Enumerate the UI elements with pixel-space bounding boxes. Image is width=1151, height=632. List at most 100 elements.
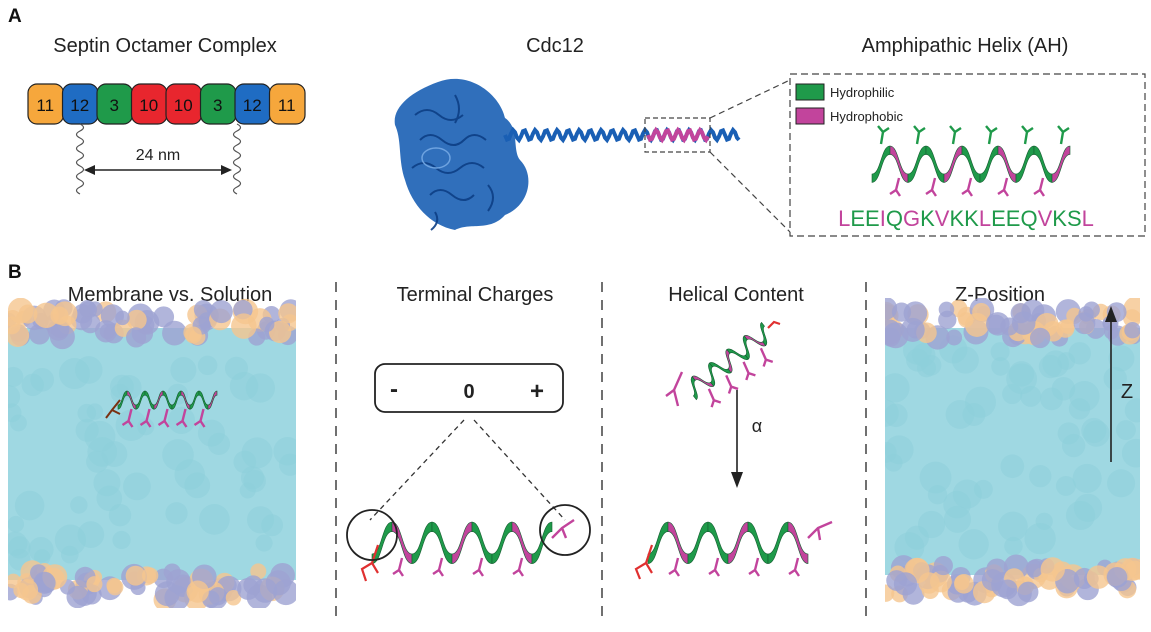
membrane4-tail-56 (885, 441, 897, 463)
alpha-label: α (752, 416, 762, 436)
membrane1-tail-15 (110, 383, 130, 403)
membrane4-tail-25 (885, 403, 908, 428)
hcu-sidechain-down-1 (707, 388, 722, 408)
membrane4-head-1-67 (933, 555, 953, 576)
membrane4-tail-48 (1081, 417, 1107, 444)
mem-segment-10 (207, 390, 218, 410)
hcu-sidechain-down-5 (742, 361, 756, 381)
legend-hydrophobic-swatch (795, 107, 825, 125)
membrane1-head-0-61 (52, 301, 78, 327)
membrane4-head-0-45 (885, 319, 902, 345)
membrane4-tail-33 (1124, 398, 1140, 423)
membrane4-tail-51 (952, 479, 982, 509)
membrane1-head-0-49 (193, 300, 213, 320)
membrane1-head-0-58 (153, 306, 175, 328)
sequence-residue-1: E (850, 206, 865, 231)
hcf-segment-2 (687, 521, 709, 564)
membrane4-tail-14 (1072, 463, 1102, 494)
membrane4-head-0-58 (1060, 319, 1075, 334)
sequence-residue-5: G (903, 206, 920, 231)
membrane4-tail-0 (1107, 469, 1136, 498)
ah-sidechain-down-7 (997, 177, 1009, 197)
membrane4-head-1-58 (981, 569, 1004, 591)
hcf-segment-3 (707, 521, 729, 564)
membrane1-head-0-54 (8, 323, 30, 347)
hc-unfolded-tail (665, 371, 684, 407)
membrane1-head-1-68 (237, 577, 260, 600)
membrane1-tail-17 (199, 504, 230, 535)
membrane1-tail-52 (165, 502, 188, 525)
mem-sidechain-down-3 (139, 408, 152, 428)
membrane4-tail-53 (1006, 363, 1038, 395)
membrane4-tail-23 (1051, 377, 1076, 401)
tc-c-terminal (551, 519, 575, 539)
ah-segment-5 (961, 145, 981, 183)
hcf-segment-1 (667, 521, 689, 564)
panel-a-label: A (8, 6, 22, 27)
hcf-sidechain-down-5 (748, 557, 760, 577)
tc-segment-2 (411, 521, 433, 564)
membrane4-head-0-60 (885, 298, 898, 320)
membrane1-head-1-52 (208, 587, 228, 606)
membrane1-tail-26 (14, 490, 45, 521)
septin-subunit-label-2: 3 (110, 96, 119, 115)
membrane1-head-0-12 (162, 320, 187, 346)
membrane4-head-1-66 (1040, 557, 1065, 582)
hcf-sidechain-down-3 (708, 557, 720, 577)
ah-sidechain-down-9 (1033, 177, 1045, 197)
septin-subunit-label-4: 10 (174, 96, 193, 115)
hcf-sidechain-down-7 (788, 557, 800, 577)
membrane1-tail-5 (74, 356, 103, 384)
membrane4-tail-22 (1024, 522, 1056, 555)
legend-hydrophilic-swatch (795, 83, 825, 101)
tc-segment-8 (531, 521, 553, 564)
membrane1-head-0-57 (209, 300, 233, 324)
membrane1-head-0-68 (126, 327, 147, 348)
c-terminus-circle (539, 504, 591, 556)
membrane1-head-1-40 (166, 569, 191, 594)
tc-sidechain-down-3 (432, 557, 444, 577)
membrane1-tail-59 (30, 368, 54, 392)
membrane1-head-0-37 (259, 316, 275, 332)
sequence-residue-8: K (949, 206, 964, 231)
hcu-segment-8 (760, 321, 768, 346)
coil-right (232, 123, 242, 195)
membrane4-tail-1 (1121, 438, 1140, 468)
septin-subunit-label-0: 11 (36, 96, 54, 115)
membrane4-head-1-57 (997, 579, 1018, 600)
ah-sequence: LEEIQGKVKKLEEQVKSL (838, 206, 1094, 231)
membrane4-head-0-61 (900, 317, 925, 342)
tc-segment-3 (431, 521, 453, 564)
hcf-segment-0 (647, 521, 669, 564)
ah-sidechain-down-5 (961, 177, 973, 197)
hcf-c-terminal (807, 520, 833, 541)
membrane1-tail-27 (60, 545, 79, 564)
membrane1-head-0-66 (278, 303, 296, 324)
membrane1-head-1-62 (141, 567, 159, 584)
membrane4-tail-24 (885, 373, 910, 403)
membrane4-tail-28 (927, 484, 948, 505)
membrane4-tail-16 (1108, 345, 1135, 372)
mem-terminal-red (105, 399, 121, 419)
hcf-n-terminal (634, 544, 654, 580)
membrane1-head-0-69 (184, 326, 202, 344)
cdc12-title: Cdc12 (526, 35, 584, 57)
membrane1-tail-14 (108, 503, 132, 527)
septin-subunit-label-7: 11 (278, 96, 296, 115)
membrane4-head-0-62 (1011, 311, 1036, 335)
membrane4-tail-45 (945, 399, 975, 429)
membrane4-tail-11 (1069, 381, 1100, 412)
ah-sidechain-up-10 (1057, 125, 1070, 145)
panel-b-label: B (8, 262, 22, 283)
ah-segment-0 (871, 145, 891, 183)
tc-segment-5 (471, 521, 493, 564)
membrane1-tail-21 (93, 469, 121, 497)
charge-minus: - (390, 376, 398, 403)
septin-title: Septin Octamer Complex (53, 35, 276, 57)
membrane4-tail-41 (990, 342, 1010, 362)
sequence-residue-9: K (964, 206, 979, 231)
membrane1-head-1-65 (33, 571, 56, 594)
membrane4-tail-39 (917, 510, 946, 539)
sequence-residue-11: E (991, 206, 1006, 231)
membrane1-tail-20 (77, 403, 97, 423)
